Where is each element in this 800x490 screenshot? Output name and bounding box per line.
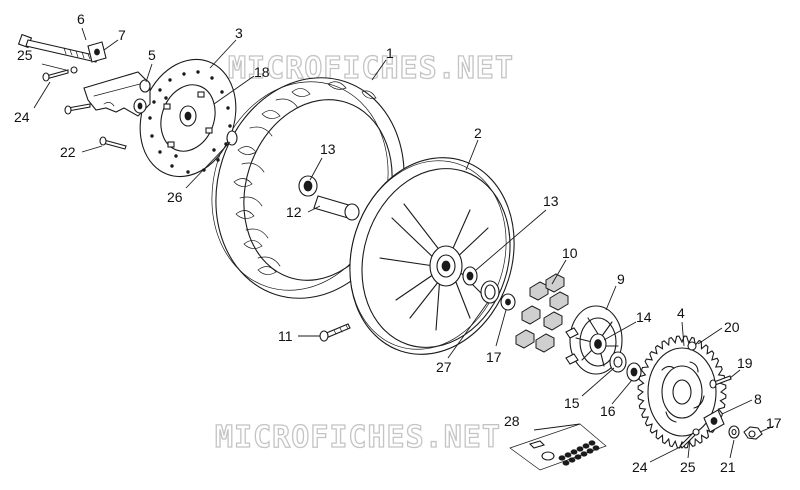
callout-17: 17 [486,349,502,365]
axle-spacer [313,195,360,221]
bushing [500,293,516,311]
axle-nut [743,426,763,440]
adjuster-block [87,41,107,63]
callout-25-left: 25 [17,47,33,63]
callout-27: 27 [436,359,452,375]
axle-bolt [17,33,99,63]
rear-sprocket [637,335,727,449]
callout-24-right: 24 [632,459,648,475]
sprocket-bolt [709,375,732,389]
axle-washer [728,425,740,439]
callout-11: 11 [278,328,293,344]
callout-12: 12 [286,204,302,220]
callout-13-right: 13 [543,193,559,209]
screw-set-left [42,66,91,115]
oil-seal [609,351,627,373]
chain-kit [509,423,607,471]
sprocket-bearing [626,362,642,382]
callout-7: 7 [118,27,126,43]
callout-16: 16 [600,403,616,419]
callout-10: 10 [562,245,578,261]
callout-4: 4 [677,305,685,321]
callout-25-right: 25 [680,459,696,475]
callout-1: 1 [386,45,394,61]
screw-set-bottom [679,428,700,449]
spacer-ring [480,280,500,304]
callout-9: 9 [617,271,625,287]
chain-adjuster [703,409,725,433]
brake-caliper-bracket [83,71,151,117]
wheel-rim [349,157,515,355]
callout-20: 19 [737,355,753,371]
callout-24-left: 24 [14,109,30,125]
callout-22: 21 [720,459,736,475]
callout-26: 26 [167,189,183,205]
callout-2: 2 [474,125,482,141]
cush-drive-rubbers [515,273,569,353]
sprocket-carrier [565,305,623,375]
sprocket-screw-top [687,341,697,351]
callout-6: 6 [77,11,85,27]
watermark-top: MICROFICHES.NET [228,51,514,86]
callout-28: 28 [504,413,520,429]
callout-19: 18 [254,64,270,80]
callout-5: 5 [148,47,156,63]
leader-lines [33,27,775,463]
disc-screw [99,136,127,150]
callout-14: 14 [636,309,652,325]
watermark-bottom: MICROFICHES.NET [215,420,501,455]
callout-3: 3 [235,25,243,41]
rim-bolt [319,323,351,342]
callout-23: 22 [60,144,76,160]
callout-18: 17 [766,415,782,431]
callout-13-left: 13 [320,141,336,157]
callout-21: 20 [724,319,740,335]
callout-15: 15 [564,395,580,411]
callout-8: 8 [754,391,762,407]
washer [226,130,238,146]
callout-numbers: 6 7 5 3 1 2 18 25 24 22 26 13 12 13 10 9… [14,11,782,475]
